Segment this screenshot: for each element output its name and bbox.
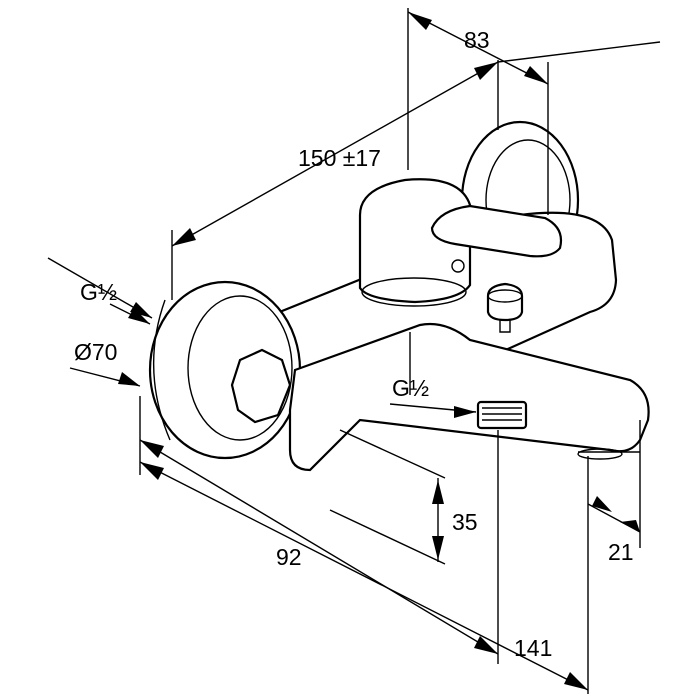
ext-line-35-top	[339, 429, 446, 479]
dimension-lines	[47, 8, 661, 694]
cartridge-dot	[451, 259, 465, 273]
label-center-distance: 150 ±17	[298, 145, 381, 171]
dim-line-150	[171, 61, 499, 247]
spout-outlet	[577, 448, 623, 460]
left-escutcheon-inner	[187, 295, 293, 441]
arrow-thread-spout	[454, 406, 476, 418]
dim-line-92	[139, 439, 499, 655]
left-hex-nut	[230, 348, 292, 424]
arrow-35-a	[432, 480, 444, 504]
diverter-knob-top	[487, 289, 523, 303]
label-width-top: 83	[464, 27, 490, 53]
arrow-diameter	[118, 372, 140, 386]
label-depth: 92	[276, 544, 302, 570]
label-projection: 141	[514, 635, 552, 661]
arrow-83-b	[524, 66, 548, 84]
diverter-stem	[499, 320, 511, 333]
ext-line-35-bottom	[329, 509, 446, 565]
arrow-92-b	[474, 636, 498, 654]
faucet-body	[148, 120, 650, 472]
label-spout-offset: 21	[608, 539, 634, 565]
left-escutcheon-edge	[152, 299, 171, 441]
lever-handle	[430, 204, 563, 258]
cartridge-ring	[361, 277, 467, 307]
label-thread-left: G½	[80, 279, 117, 305]
arrow-92-a	[140, 440, 164, 458]
arrow-150-b	[474, 62, 498, 80]
dim-line-150-ext	[497, 41, 661, 63]
arrow-150-a	[172, 228, 196, 246]
arrow-21-b	[620, 520, 640, 532]
label-spout-height: 35	[452, 509, 478, 535]
spout	[288, 322, 650, 472]
arrow-diameter-top	[128, 308, 150, 324]
arrow-thread-left	[130, 302, 152, 318]
dim-line-83	[407, 11, 549, 85]
label-thread-spout: G½	[392, 375, 429, 401]
spout-thread-lines	[482, 407, 522, 421]
arrow-21-a	[592, 496, 612, 512]
spout-thread	[476, 400, 528, 430]
arrow-141-a	[140, 462, 164, 480]
arrow-35-b	[432, 536, 444, 560]
dim-line-141	[139, 461, 589, 691]
label-diameter: Ø70	[74, 339, 117, 365]
arrow-141-b	[564, 672, 588, 690]
dimension-labels: 83 150 ±17 G½ Ø70 G½ 35 92 21 141	[74, 27, 634, 661]
arrow-83-a	[408, 12, 432, 30]
